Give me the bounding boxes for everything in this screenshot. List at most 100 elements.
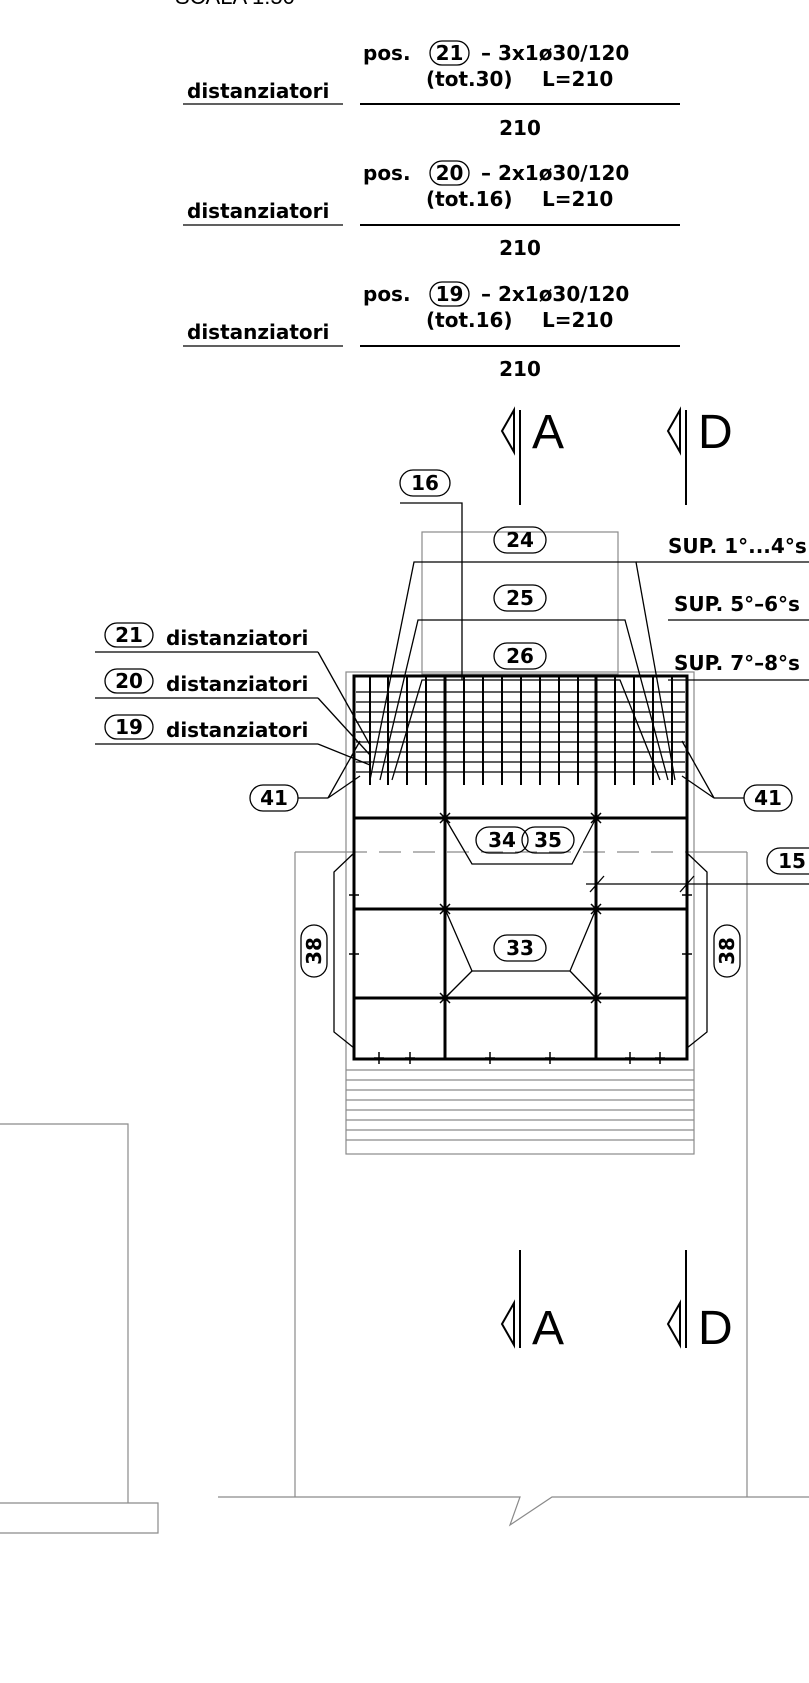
callout-label: 34 — [488, 828, 516, 852]
callout-label: 24 — [506, 528, 534, 552]
bar-dimension: 210 — [499, 236, 541, 260]
stirrup-34-35 — [444, 817, 597, 865]
bar-length: L=210 — [542, 67, 613, 91]
pos-number: 21 — [436, 41, 464, 65]
callout-leader — [327, 775, 361, 799]
side-bar-38-right — [686, 852, 708, 1049]
section-arrow-icon — [666, 406, 681, 456]
callout-bubble — [766, 847, 809, 875]
left-label-21[interactable]: 21 distanziatori — [95, 622, 371, 746]
pos-prefix: pos. — [363, 282, 411, 306]
callout-bubble — [521, 826, 575, 854]
callout-bubble — [493, 642, 547, 670]
schedule-row: distanziatori pos. 21 – 3x1ø30/120 (tot.… — [183, 40, 680, 140]
callout-leader-tick — [679, 875, 695, 893]
callout-leader — [400, 502, 463, 680]
left-label-19[interactable]: 19 distanziatori — [95, 714, 371, 766]
pos-bubble — [104, 668, 154, 694]
callout-label: 33 — [506, 936, 534, 960]
callout-leader — [327, 740, 361, 799]
callout-label: 38 — [715, 937, 739, 965]
callout-38-left[interactable]: 38 — [300, 924, 328, 978]
spacer-label: distanziatori — [166, 718, 308, 742]
pier-outline — [345, 671, 695, 1155]
callout-33[interactable]: 33 — [493, 934, 547, 962]
right-label-sup-5-6[interactable]: SUP. 5°–6°s — [668, 592, 809, 621]
pos-number: 20 — [436, 161, 464, 185]
header-fragment: SCALA 1:50 — [175, 0, 295, 9]
callout-16[interactable]: 16 — [399, 469, 463, 680]
callout-41-right[interactable]: 41 — [681, 740, 793, 812]
bar-spec: – 2x1ø30/120 — [481, 282, 629, 306]
callout-label: 16 — [411, 471, 439, 495]
callout-15[interactable]: 15 — [586, 847, 809, 893]
section-marker-a-bottom[interactable]: A — [500, 1250, 564, 1355]
section-label: A — [532, 406, 564, 459]
pos-bubble — [104, 714, 154, 740]
callout-bubble — [300, 924, 328, 978]
leader-line — [317, 697, 371, 756]
bar-dimension: 210 — [499, 357, 541, 381]
reinforcement-cage — [333, 561, 708, 1064]
pos-prefix: pos. — [363, 41, 411, 65]
section-label: D — [698, 406, 733, 459]
dense-mesh — [356, 676, 685, 785]
section-marker-a-top[interactable]: A — [500, 406, 564, 505]
callout-bubble — [493, 934, 547, 962]
callout-38-right[interactable]: 38 — [713, 924, 741, 978]
pos-prefix: pos. — [363, 161, 411, 185]
pos-number: 19 — [436, 282, 464, 306]
section-marker-d-bottom[interactable]: D — [666, 1250, 733, 1355]
callout-26[interactable]: 26 — [493, 642, 547, 670]
spacer-label: distanziatori — [166, 672, 308, 696]
callout-bubble — [399, 469, 451, 497]
callout-label: 38 — [302, 937, 326, 965]
sup-label: SUP. 7°–8°s — [674, 651, 800, 675]
callout-24[interactable]: 24 — [493, 526, 547, 554]
spacer-label: distanziatori — [187, 199, 329, 223]
left-label-20[interactable]: 20 distanziatori — [95, 668, 371, 756]
background-outlines — [0, 531, 809, 1534]
spacer-label: distanziatori — [166, 626, 308, 650]
right-label-sup-7-8[interactable]: SUP. 7°–8°s — [668, 651, 809, 681]
callout-25[interactable]: 25 — [493, 584, 547, 612]
right-label-sup-1-4[interactable]: SUP. 1°...4°s — [636, 534, 809, 563]
bar-ticks — [349, 812, 692, 1064]
callout-label: 41 — [754, 786, 782, 810]
pos-number: 19 — [115, 715, 143, 739]
hoop-bar-26 — [391, 679, 661, 781]
section-marker-d-top[interactable]: D — [666, 406, 733, 505]
callout-leader-tick — [589, 875, 605, 893]
bar-schedule: distanziatori pos. 21 – 3x1ø30/120 (tot.… — [183, 40, 680, 381]
section-label: A — [532, 1302, 564, 1355]
spacer-label: distanziatori — [187, 79, 329, 103]
schedule-row: distanziatori pos. 19 – 2x1ø30/120 (tot.… — [183, 281, 680, 381]
callout-label: 25 — [506, 586, 534, 610]
pos-bubble — [429, 281, 470, 307]
stirrup-33 — [444, 908, 597, 972]
adjacent-footing — [0, 1502, 159, 1534]
pos-number: 20 — [115, 669, 143, 693]
section-arrow-icon — [500, 1299, 515, 1349]
leader-line — [317, 743, 371, 766]
callout-41-left[interactable]: 41 — [249, 740, 361, 812]
callout-bubble — [493, 584, 547, 612]
side-bar-38-left — [333, 852, 355, 1049]
callout-leader — [681, 740, 715, 799]
break-line — [218, 1496, 809, 1527]
callout-34-35[interactable]: 34 35 — [475, 826, 575, 854]
callout-bubble — [493, 526, 547, 554]
upper-column-outline — [421, 531, 619, 675]
hoop-bar-24 — [369, 561, 676, 781]
pos-bubble — [104, 622, 154, 648]
callout-label: 41 — [260, 786, 288, 810]
callout-label: 35 — [534, 828, 562, 852]
callout-leader — [681, 775, 715, 799]
bar-total: (tot.16) — [426, 308, 513, 332]
pos-bubble — [429, 160, 470, 186]
pos-number: 21 — [115, 623, 143, 647]
bar-total: (tot.16) — [426, 187, 513, 211]
section-arrow-icon — [666, 1299, 681, 1349]
bar-total: (tot.30) — [426, 67, 513, 91]
